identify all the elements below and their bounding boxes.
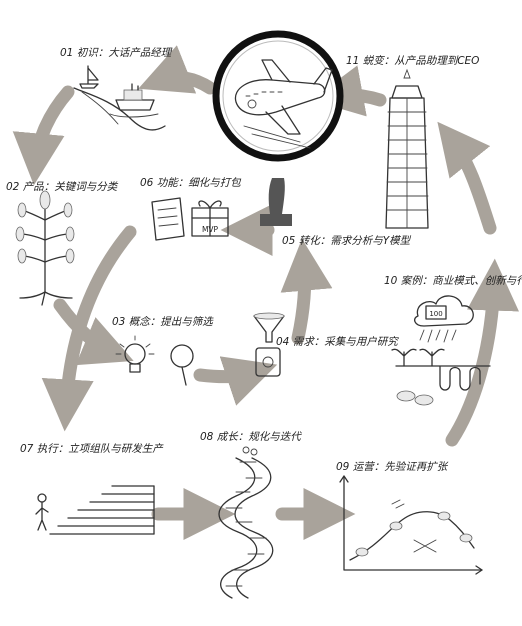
stage-09-label: 09 运营：先验证再扩张 xyxy=(336,461,449,473)
stage-02-label: 02 产品：关键词与分类 xyxy=(6,181,119,193)
spiral-staircase-illustration xyxy=(219,447,273,598)
stage-11-label: 11 蜕变：从产品助理到CEO xyxy=(346,55,479,67)
tree-illustration xyxy=(16,191,74,305)
stage-08-label: 08 成长：规化与迭代 xyxy=(200,431,302,443)
growth-chart-illustration xyxy=(340,476,482,574)
bulb-illustration xyxy=(116,336,154,372)
platform-stairs-illustration xyxy=(50,486,154,534)
stage-06-label: 06 功能：细化与打包 xyxy=(140,177,242,189)
arrow-01-to-02 xyxy=(36,92,68,162)
small-magnifier-illustration xyxy=(171,345,193,385)
boat-island-illustration xyxy=(74,66,165,130)
mvp-label: MVP xyxy=(202,225,219,234)
stage-07-label: 07 执行：立项组队与研发生产 xyxy=(20,443,164,455)
arrow-10-to-11 xyxy=(452,140,490,228)
stage-01-label: 01 初识：大话产品经理 xyxy=(60,47,173,59)
mvp-gift-box-illustration: MVP xyxy=(192,201,228,236)
stage-05-label: 05 转化：需求分析与Y模型 xyxy=(282,235,412,247)
magnifier-with-airplane-illustration xyxy=(216,34,340,226)
stage-03-label: 03 概念：提出与筛选 xyxy=(112,316,214,328)
arrow-09-to-10 xyxy=(452,282,494,440)
arrow-11-to-01 xyxy=(160,77,210,88)
tower-building-illustration xyxy=(386,70,428,228)
scroll-document-illustration xyxy=(152,198,184,240)
money-cloud-illustration: 100 xyxy=(415,296,474,342)
stage-10-label: 10 案例：商业模式、创新与行业 xyxy=(384,275,522,287)
arrow-03-to-04 xyxy=(200,372,255,377)
arrow-04-to-05 xyxy=(298,262,305,338)
money-label: 100 xyxy=(429,310,442,318)
person-figure-illustration xyxy=(36,494,48,530)
stage-04-label: 04 需求：采集与用户研究 xyxy=(276,336,399,348)
